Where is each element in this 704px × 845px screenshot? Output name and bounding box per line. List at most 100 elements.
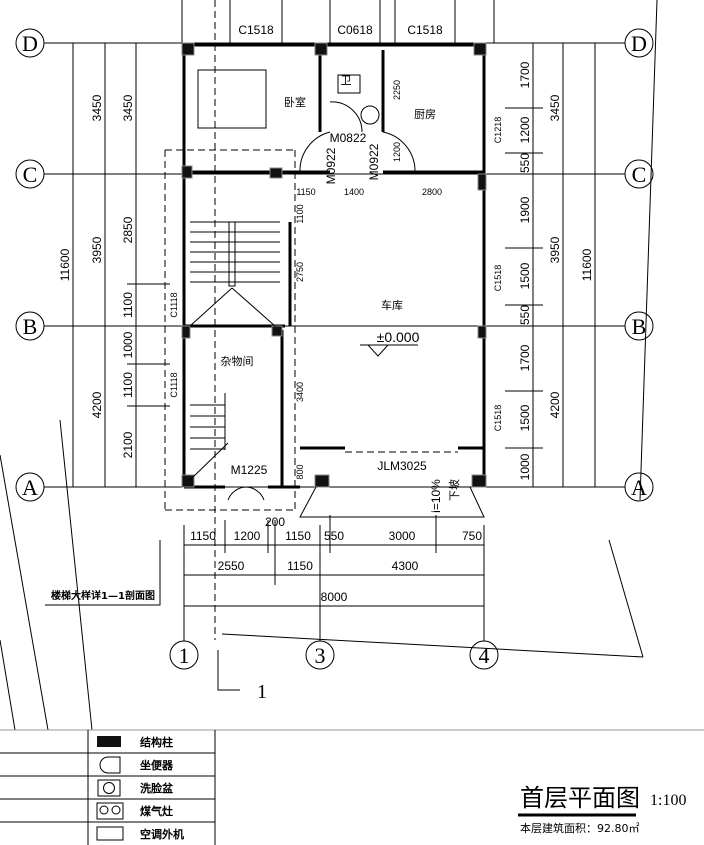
dim-left-detail: 1100 (121, 292, 135, 318)
axis-label-1: 1 (179, 643, 190, 668)
section-mark: 1 (257, 681, 267, 703)
ramp-direction: 下坡 (448, 479, 461, 501)
dim-right-detail: 1500 (518, 262, 532, 289)
room-label-storage: 杂物间 (221, 354, 254, 368)
window-label-right: C1518 (493, 405, 503, 432)
dim-left-detail: 1000 (121, 331, 135, 358)
left-dimensions: 11600 3450 3950 4200 3450 2850 1100 1000… (58, 94, 179, 458)
dim-left-axis: 3950 (90, 236, 104, 263)
door-label-m1225: M1225 (231, 463, 268, 477)
inner-dim: 200 (265, 515, 285, 529)
elevation-mark: ±0.000 (377, 329, 420, 345)
dim-left-detail: 2100 (121, 431, 135, 458)
window-label-top-2: C0618 (337, 23, 373, 37)
axis-label-c-right: C (632, 162, 647, 187)
dim-bottom: 1200 (234, 529, 261, 543)
dim-left-axis: 3450 (90, 94, 104, 121)
axis-label-d-right: D (631, 31, 647, 56)
legend-label: 结构柱 (139, 735, 173, 749)
legend-label: 空调外机 (140, 827, 184, 841)
bed-icon (197, 69, 267, 129)
axis-bubbles: D D C C B B A A 1 3 4 (15, 28, 654, 670)
window-label-top-1: C1518 (238, 23, 274, 37)
legend-label: 坐便器 (140, 758, 174, 772)
right-dimensions: 1700 1200 550 1900 1500 550 1700 1500 10… (493, 61, 594, 480)
dim-right-detail: 1700 (518, 344, 532, 371)
inner-dim: 2250 (392, 80, 402, 100)
legend: 结构柱 坐便器 洗脸盆 煤气灶 空调外机 (0, 729, 704, 845)
axis-label-d-left: D (22, 31, 38, 56)
window-label-left: C1118 (169, 372, 179, 397)
dim-right-detail: 550 (518, 305, 532, 325)
legend-label: 煤气灶 (140, 804, 173, 818)
room-label-kitchen: 厨房 (414, 108, 436, 121)
room-label-garage: 车库 (381, 298, 403, 312)
grid-lines (0, 0, 658, 731)
dim-left-detail: 3450 (121, 94, 135, 121)
dim-left-axis: 4200 (90, 391, 104, 418)
dim-right-detail: 1700 (518, 61, 532, 88)
door-label-m0922: M0922 (367, 143, 381, 180)
dim-right-overall: 11600 (580, 248, 594, 281)
door-label-m0922: M0922 (324, 147, 338, 184)
dim-left-detail: 1100 (121, 372, 135, 398)
dim-bottom: 1150 (287, 559, 313, 573)
dim-right-axis: 3950 (548, 236, 562, 263)
drawing-title: 首层平面图 (520, 784, 640, 812)
dim-bottom-total: 8000 (321, 590, 348, 604)
dim-bottom: 4300 (392, 559, 419, 573)
staircase (189, 221, 280, 481)
inner-dim: 1400 (344, 187, 364, 197)
dim-right-detail: 1900 (518, 196, 532, 223)
axis-label-c-left: C (23, 162, 38, 187)
floor-area: 本层建筑面积：92.80㎡ (520, 821, 640, 835)
dim-right-detail: 1200 (518, 116, 532, 143)
axis-label-4: 4 (479, 643, 490, 668)
dim-bottom: 750 (462, 529, 482, 543)
dim-right-axis: 4200 (548, 391, 562, 418)
elevation-triangle-icon (360, 344, 418, 357)
inner-dim: 800 (295, 464, 305, 479)
axis-label-a-right: A (631, 475, 647, 500)
door-label-jlm3025: JLM3025 (377, 459, 427, 473)
inner-dim: 1150 (296, 187, 315, 197)
window-label-right: C1218 (493, 117, 503, 144)
legend-label: 洗脸盆 (140, 781, 174, 795)
inner-dim: 2800 (422, 187, 442, 197)
dim-bottom: 1150 (285, 529, 311, 543)
ac-unit-legend-icon (96, 826, 124, 841)
dim-right-detail: 1500 (518, 404, 532, 431)
window-label-left: C1118 (169, 292, 179, 317)
drawing-scale: 1:100 (650, 792, 686, 809)
washbasin-legend-icon (97, 779, 121, 797)
dim-bottom: 1150 (190, 529, 216, 543)
dim-left-detail: 2850 (121, 216, 135, 243)
walls (45, 0, 487, 691)
gas-stove-legend-icon (96, 802, 124, 820)
toilet-icon (337, 74, 361, 94)
dim-bottom: 3000 (389, 529, 416, 543)
dim-bottom: 2550 (218, 559, 245, 573)
washbasin-icon (360, 105, 380, 125)
section-note: 楼梯大样详1—1剖面图 (51, 589, 155, 602)
room-label-bedroom: 卧室 (284, 95, 306, 109)
inner-dim: 1200 (392, 142, 402, 162)
axis-label-b-right: B (632, 314, 647, 339)
dim-right-axis: 3450 (548, 94, 562, 121)
room-label-toilet: 卫 (341, 74, 352, 87)
column-legend-icon (97, 736, 121, 747)
axis-label-b-left: B (23, 314, 38, 339)
dim-right-detail: 1000 (518, 453, 532, 480)
axis-label-a-left: A (22, 475, 38, 500)
axis-label-3: 3 (315, 643, 326, 668)
inner-dim: 3400 (295, 382, 305, 402)
dim-left-overall: 11600 (58, 248, 72, 281)
toilet-legend-icon (99, 756, 121, 774)
inner-dim: 2750 (295, 262, 305, 282)
dim-bottom: 550 (324, 529, 344, 543)
window-label-top-3: C1518 (407, 23, 443, 37)
bottom-dimensions: 1150 1200 1150 550 3000 750 2550 1150 43… (190, 529, 482, 604)
window-label-right: C1518 (493, 265, 503, 292)
door-label-m0822: M0822 (330, 131, 367, 145)
